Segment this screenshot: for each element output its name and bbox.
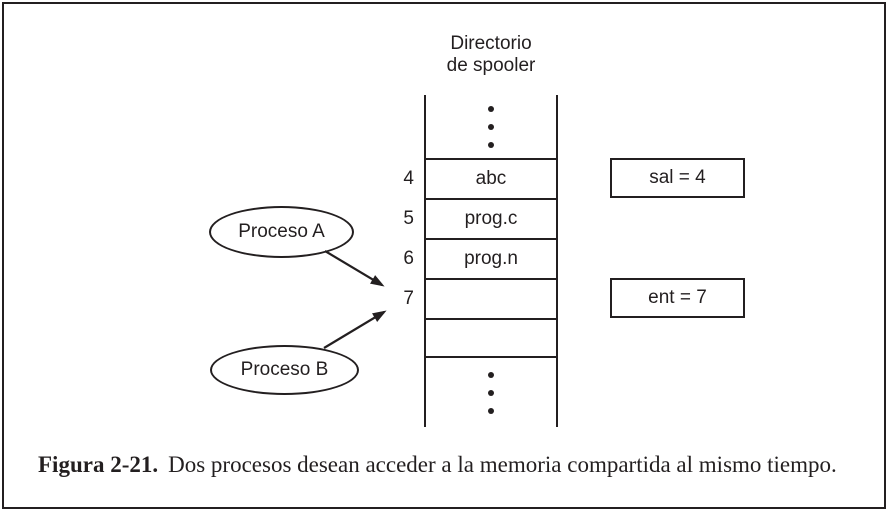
sal-variable-box: sal = 4	[610, 158, 745, 198]
sal-variable-label: sal = 4	[649, 167, 706, 188]
figure-number: Figura 2-21.	[38, 452, 159, 477]
slot-row-4: abc	[424, 158, 558, 198]
figure-caption: Figura 2-21. Dos procesos desean acceder …	[38, 450, 883, 480]
spooler-directory-title: Directorio de spooler	[391, 33, 591, 77]
ellipsis-dots-bottom	[488, 371, 494, 414]
dot-icon	[488, 141, 494, 148]
slot-index-7: 7	[403, 288, 414, 309]
title-line-1: Directorio	[450, 33, 532, 54]
slot-row-6: prog.n	[424, 238, 558, 278]
spooler-column-bottom	[424, 358, 558, 427]
slot-row-8	[424, 318, 558, 358]
process-a-ellipse: Proceso A	[209, 206, 354, 258]
slot-index-5: 5	[403, 208, 414, 229]
process-b-label: Proceso B	[240, 359, 329, 380]
slot-index-4: 4	[403, 168, 414, 189]
dot-icon	[488, 407, 494, 414]
ent-variable-label: ent = 7	[648, 287, 707, 308]
dot-icon	[488, 105, 494, 112]
spooler-column-top	[424, 95, 558, 158]
slot-value-6: prog.n	[464, 248, 518, 269]
title-line-2: de spooler	[446, 55, 536, 76]
slot-value-5: prog.c	[464, 208, 518, 229]
dot-icon	[488, 389, 494, 396]
ellipsis-dots-top	[488, 105, 494, 148]
figure-caption-text: Dos procesos desean acceder a la memoria…	[168, 452, 837, 477]
dot-icon	[488, 123, 494, 130]
slot-value-4: abc	[475, 168, 507, 189]
slot-row-7	[424, 278, 558, 318]
slot-index-6: 6	[403, 248, 414, 269]
process-a-label: Proceso A	[238, 221, 325, 242]
dot-icon	[488, 371, 494, 378]
slot-row-5: prog.c	[424, 198, 558, 238]
process-b-ellipse: Proceso B	[210, 345, 359, 395]
ent-variable-box: ent = 7	[610, 278, 745, 318]
figure-border	[2, 2, 886, 509]
